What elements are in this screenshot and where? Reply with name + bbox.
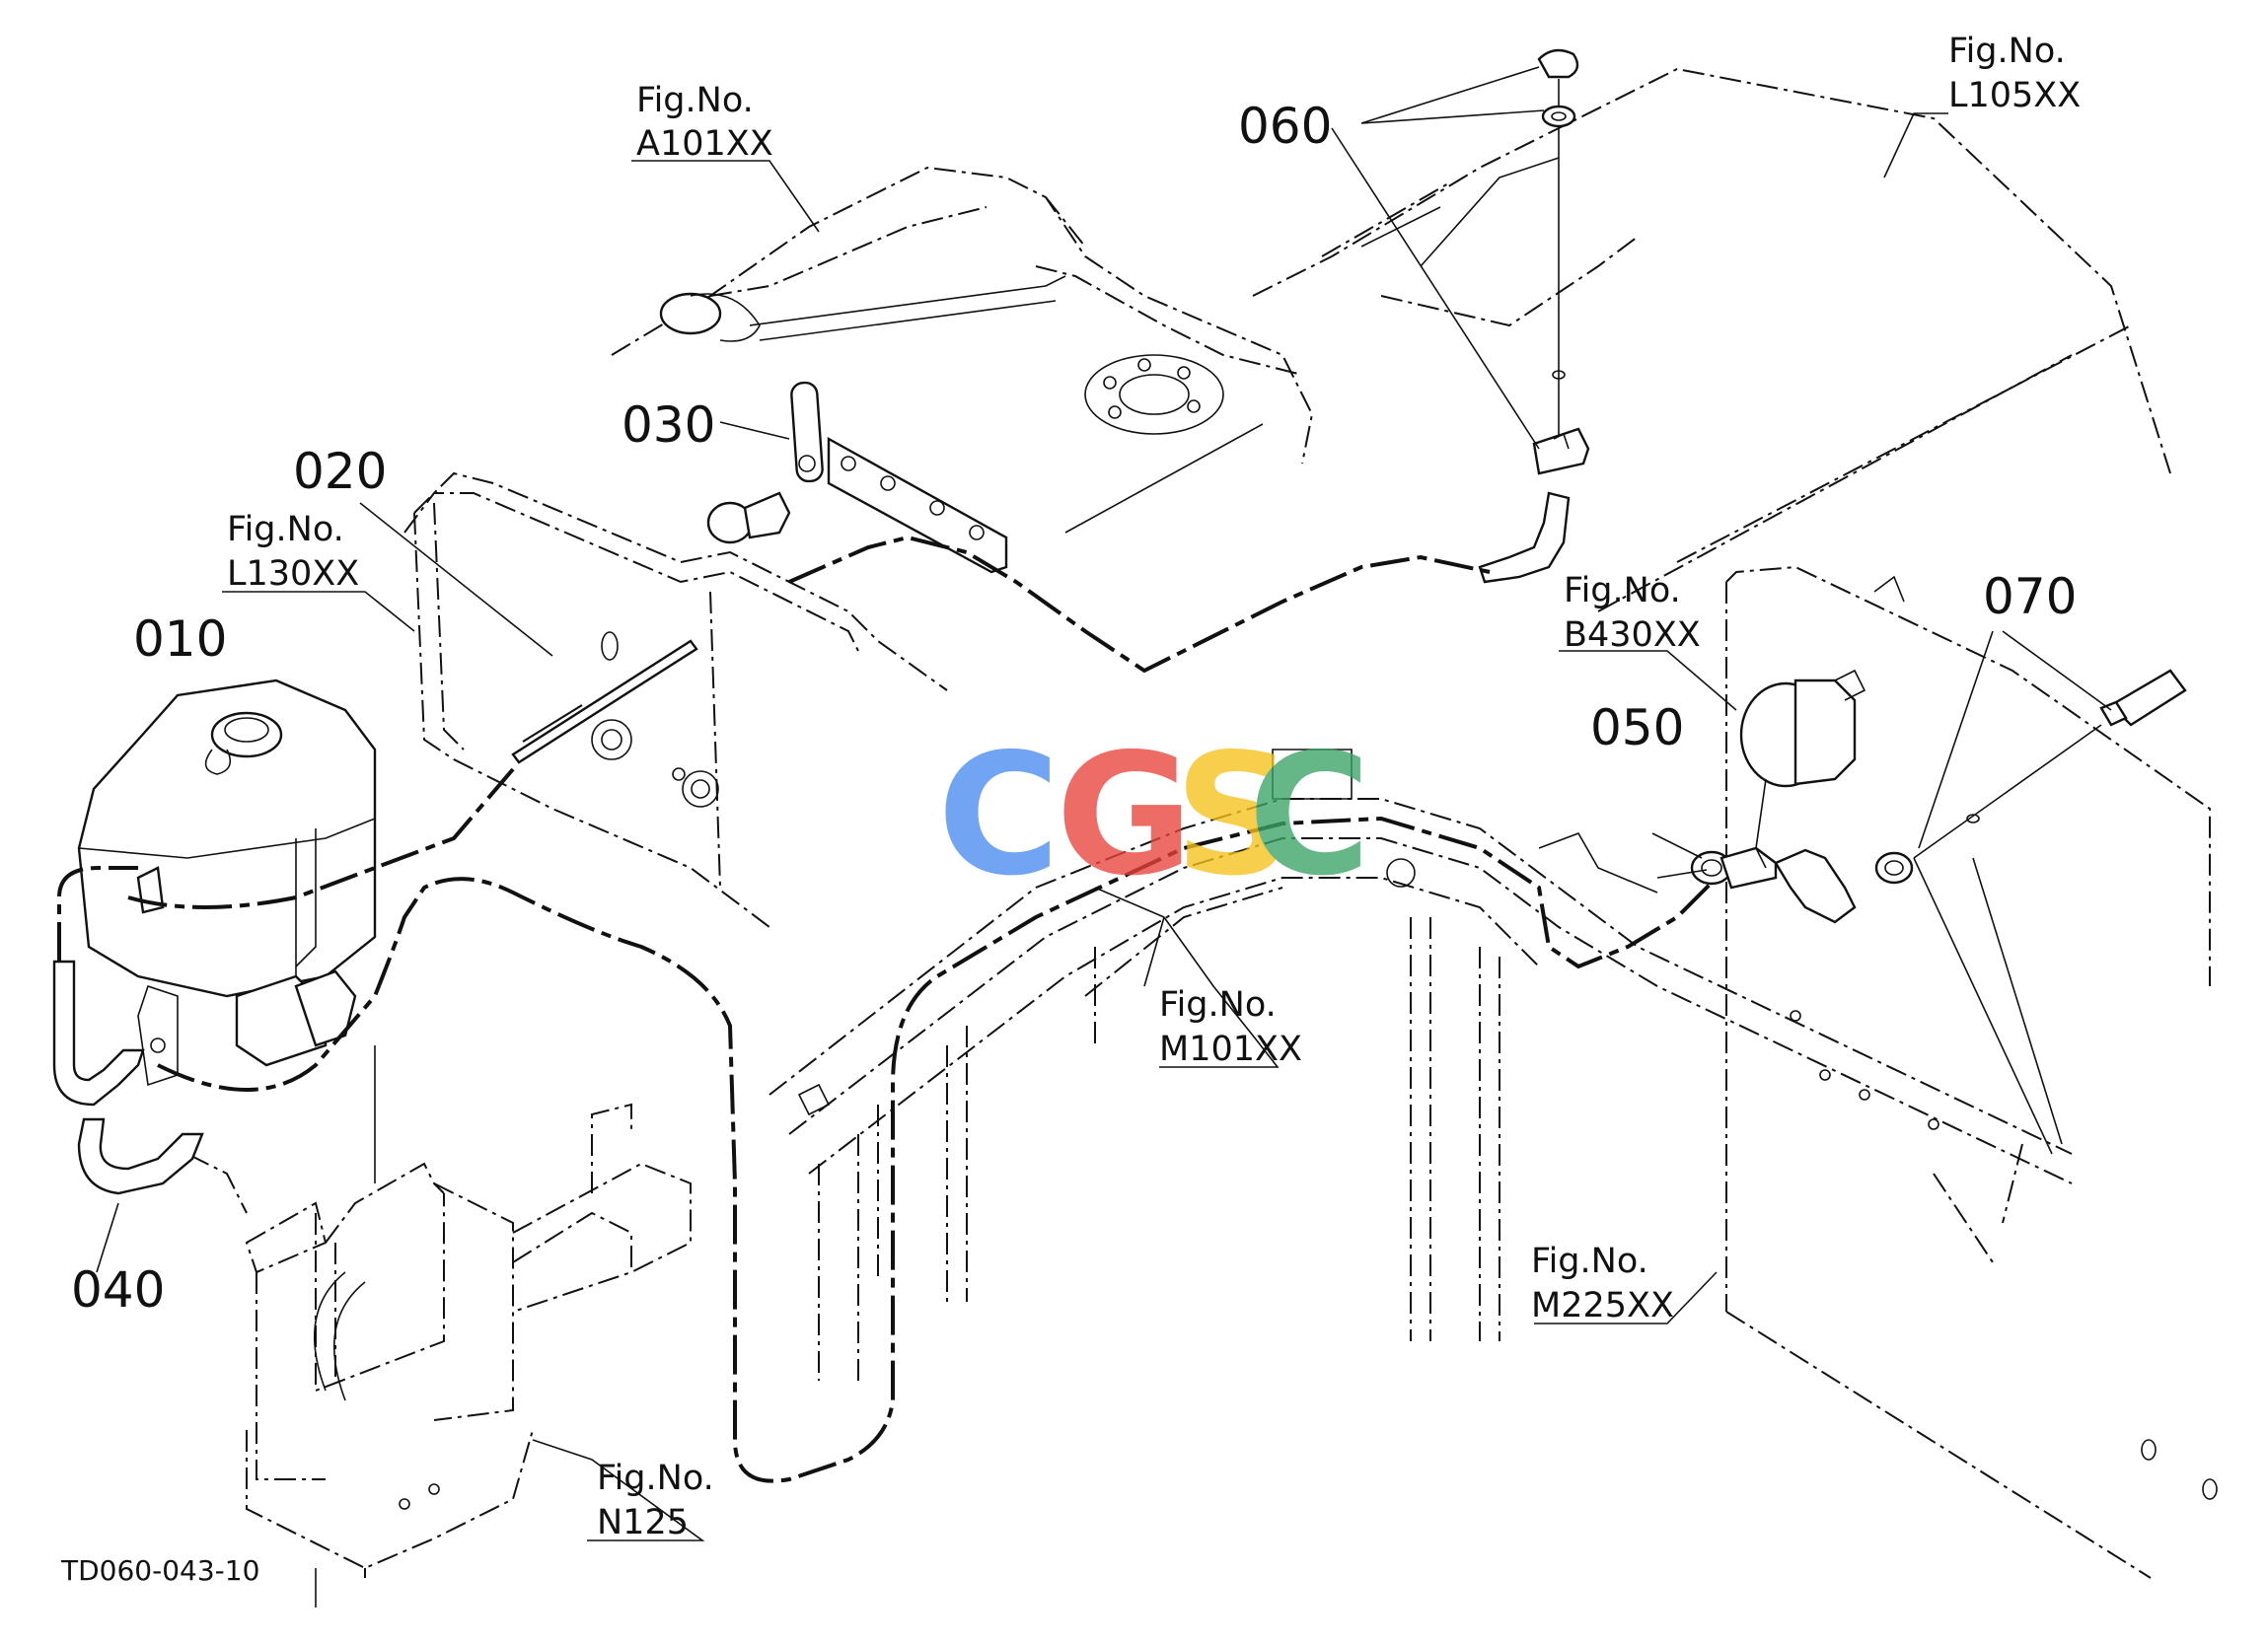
side-panel-outline <box>1725 565 2218 1579</box>
fig-ref-m225: Fig.No. M225XX <box>1531 1242 1674 1325</box>
fig-ref-a101: Fig.No. A101XX <box>636 81 773 164</box>
leader-lines <box>96 66 2112 1541</box>
part-label-050: 050 <box>1590 699 1684 756</box>
fig-ref-number: L130XX <box>227 554 359 594</box>
filler-cap-icon <box>659 275 1066 342</box>
fig-ref-label: Fig.No. <box>1564 571 1681 610</box>
fig-ref-number: A101XX <box>636 124 773 164</box>
fig-ref-l105: Fig.No. L105XX <box>1948 32 2081 115</box>
bracket-frame-outline <box>403 471 948 928</box>
fig-ref-l130: Fig.No. L130XX <box>227 510 359 594</box>
washer-tank-010 <box>77 679 377 1087</box>
fig-ref-number: N125 <box>597 1503 689 1542</box>
fig-ref-label: Fig.No. <box>227 510 344 549</box>
stand-bracket-outline <box>157 1045 692 1608</box>
part-label-070: 070 <box>1983 568 2077 625</box>
fig-ref-label: Fig.No. <box>1159 985 1277 1025</box>
part-label-040: 040 <box>71 1261 165 1319</box>
nozzle-assembly-060 <box>1478 48 1590 584</box>
cab-panel-outline <box>1252 67 2171 612</box>
hose-040 <box>52 960 204 1195</box>
fig-ref-number: M101XX <box>1159 1030 1302 1069</box>
rod-020 <box>511 639 698 764</box>
clamp-050 <box>1656 846 1857 924</box>
fig-ref-number: M225XX <box>1531 1286 1674 1325</box>
fig-ref-label: Fig.No. <box>1531 1242 1648 1281</box>
watermark-letter-s: S <box>1174 718 1294 913</box>
fig-ref-number: B430XX <box>1564 615 1701 655</box>
clamp-bracket-030 <box>706 381 1008 574</box>
fig-ref-label: Fig.No. <box>597 1459 714 1498</box>
washer-hose-route <box>57 535 1714 1483</box>
part-label-010: 010 <box>133 610 227 668</box>
fig-ref-label: Fig.No. <box>636 81 754 120</box>
watermark-letter-c1: C <box>937 718 1061 913</box>
washer-motor-b430 <box>1739 669 1866 869</box>
fig-ref-b430: Fig.No. B430XX <box>1564 571 1701 655</box>
part-label-030: 030 <box>622 396 715 454</box>
fig-ref-m101: Fig.No. M101XX <box>1159 985 1302 1069</box>
part-label-020: 020 <box>293 443 387 500</box>
arched-frame-outline <box>768 749 2073 1381</box>
fuel-tank-outline <box>611 166 1314 534</box>
part-label-060: 060 <box>1238 98 1332 155</box>
fig-ref-n125: Fig.No. N125 <box>597 1459 714 1542</box>
watermark-letter-c2: C <box>1248 718 1371 913</box>
watermark-logo: C G S C <box>937 718 1371 913</box>
fig-ref-label: Fig.No. <box>1948 32 2066 71</box>
nozzle-070 <box>1874 669 2187 885</box>
watermark-letter-g: G <box>1056 718 1194 913</box>
fig-ref-number: L105XX <box>1948 76 2081 115</box>
drawing-code: TD060-043-10 <box>60 1554 259 1587</box>
